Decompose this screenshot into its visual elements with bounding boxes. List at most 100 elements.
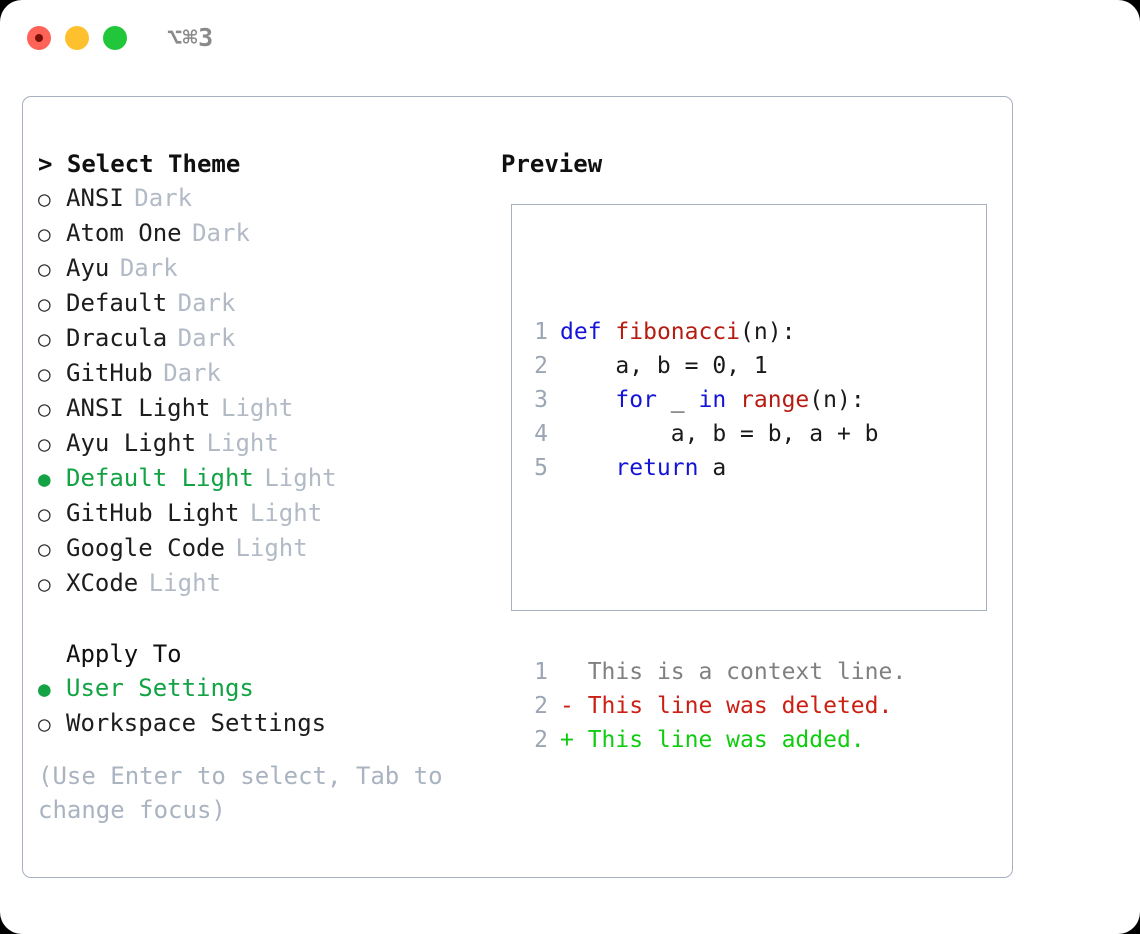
radio-unselected-icon: ○ [38, 327, 51, 351]
code-token: a [698, 455, 727, 481]
theme-option-variant-tag: Light [148, 569, 221, 597]
code-line: 2 a, b = 0, 1 [526, 349, 906, 383]
theme-option-ansi[interactable]: ○ ANSI Dark [38, 181, 478, 216]
theme-option-label: ANSI Light [66, 394, 211, 422]
theme-option-label: Ayu [66, 254, 110, 282]
code-spacer [526, 553, 906, 587]
theme-option-variant-tag: Light [249, 499, 323, 527]
apply-to-option-label: Workspace Settings [66, 709, 327, 737]
theme-option-ayu-light[interactable]: ○ Ayu Light Light [38, 426, 478, 461]
radio-unselected-icon: ○ [38, 187, 51, 211]
theme-option-variant-tag: Dark [134, 184, 193, 212]
theme-option-variant-tag: Dark [119, 254, 178, 282]
code-line: 4 a, b = b, a + b [526, 417, 906, 451]
close-window-button[interactable] [27, 26, 51, 50]
radio-unselected-icon: ○ [38, 712, 51, 736]
theme-option-variant-tag: Light [206, 429, 279, 457]
radio-selected-icon: ● [38, 467, 51, 491]
theme-option-default-light[interactable]: ● Default Light Light [38, 461, 478, 496]
diff-sign: + [560, 727, 588, 753]
apply-to-option-workspace-settings[interactable]: ○ Workspace Settings [38, 706, 478, 741]
theme-option-label: ANSI [66, 184, 124, 212]
theme-option-variant-tag: Dark [163, 359, 221, 387]
diff-sign: - [560, 693, 588, 719]
apply-to-header: Apply To [66, 640, 182, 668]
code-token: fibonacci [615, 319, 741, 345]
theme-option-label: Atom One [66, 219, 182, 247]
theme-option-google-code[interactable]: ○ Google Code Light [38, 531, 478, 566]
radio-unselected-icon: ○ [38, 292, 51, 316]
theme-option-xcode[interactable]: ○ XCode Light [38, 566, 478, 601]
radio-unselected-icon: ○ [38, 222, 51, 246]
diff-line-ctx: 1 This is a context line. [526, 655, 906, 689]
theme-option-variant-tag: Dark [177, 289, 236, 317]
code-line: 5 return a [526, 451, 906, 485]
theme-option-atom-one[interactable]: ○ Atom One Dark [38, 216, 478, 251]
theme-option-label: Default [66, 289, 168, 317]
diff-text: This line was deleted. [587, 693, 893, 719]
code-token: a, b = 0, 1 [560, 353, 768, 379]
theme-option-label: Ayu Light [66, 429, 197, 457]
code-token: range [740, 387, 810, 413]
apply-to-option-user-settings[interactable]: ● User Settings [38, 671, 478, 706]
diff-line-add: 2+ This line was added. [526, 723, 906, 757]
line-number: 1 [534, 319, 548, 345]
code-token: return [615, 455, 699, 481]
keyboard-shortcut-label: ⌥⌘3 [167, 23, 214, 52]
theme-option-variant-tag: Light [264, 464, 337, 492]
theme-option-default[interactable]: ○ Default Dark [38, 286, 478, 321]
radio-unselected-icon: ○ [38, 572, 51, 596]
theme-option-label: GitHub Light [66, 499, 240, 527]
theme-option-github-light[interactable]: ○ GitHub Light Light [38, 496, 478, 531]
code-token: (n): [809, 387, 865, 413]
diff-line-del: 2- This line was deleted. [526, 689, 906, 723]
theme-option-variant-tag: Light [235, 534, 308, 562]
code-token: in [698, 387, 727, 413]
code-token [560, 455, 615, 481]
line-number: 4 [534, 421, 548, 447]
keyboard-hint-text: (Use Enter to select, Tab to change focu… [38, 762, 458, 824]
line-number: 3 [534, 387, 548, 413]
preview-title: Preview [501, 150, 603, 178]
apply-to-option-label: User Settings [66, 674, 254, 702]
apply-to-list: ● User Settings ○ Workspace Settings [38, 671, 478, 741]
line-number: 2 [534, 693, 548, 719]
preview-column: Preview [501, 147, 1001, 181]
code-token: (n): [740, 319, 796, 345]
theme-option-variant-tag: Dark [192, 219, 250, 247]
code-token: for [615, 387, 657, 413]
select-theme-header: > Select Theme [38, 150, 241, 178]
theme-option-label: XCode [66, 569, 139, 597]
maximize-window-button[interactable] [103, 26, 127, 50]
diff-text: This line was added. [587, 727, 865, 753]
code-token: a, b = b, a + b [560, 421, 879, 447]
radio-selected-icon: ● [38, 677, 51, 701]
radio-unselected-icon: ○ [38, 537, 51, 561]
code-token [602, 319, 616, 345]
code-token [560, 387, 615, 413]
traffic-light-buttons [27, 26, 127, 50]
title-bar: ⌥⌘3 [0, 0, 1140, 78]
radio-unselected-icon: ○ [38, 432, 51, 456]
radio-unselected-icon: ○ [38, 362, 51, 386]
radio-unselected-icon: ○ [38, 397, 51, 421]
theme-option-variant-tag: Dark [177, 324, 236, 352]
line-number: 2 [534, 353, 548, 379]
theme-option-label: Google Code [66, 534, 225, 562]
theme-option-ayu[interactable]: ○ Ayu Dark [38, 251, 478, 286]
minimize-window-button[interactable] [65, 26, 89, 50]
radio-unselected-icon: ○ [38, 502, 51, 526]
radio-unselected-icon: ○ [38, 257, 51, 281]
theme-option-label: Default Light [66, 464, 254, 492]
